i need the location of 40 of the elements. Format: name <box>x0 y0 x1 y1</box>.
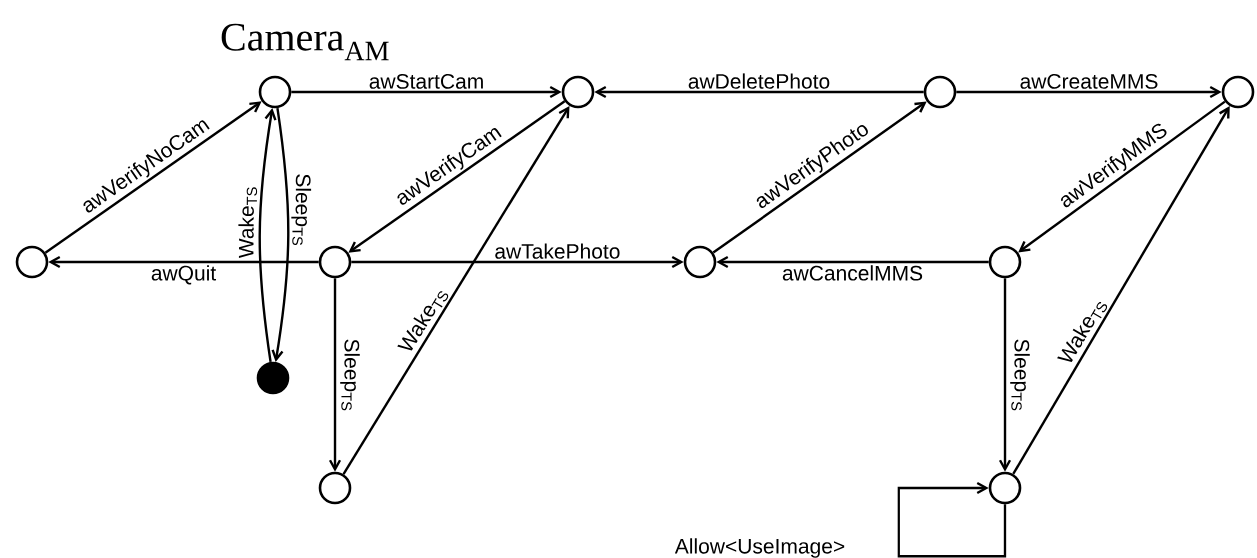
arrow <box>897 481 1007 558</box>
end-state <box>256 361 290 395</box>
arrow <box>594 85 924 99</box>
arrow <box>44 101 262 254</box>
edge-label: awStartCam <box>367 72 486 90</box>
arrow <box>351 255 684 269</box>
state-circle <box>258 75 292 109</box>
state-circle <box>561 75 595 109</box>
state-circle <box>318 245 352 279</box>
arrow <box>716 255 989 269</box>
state-circle <box>923 75 957 109</box>
state-circle <box>683 245 717 279</box>
edge-label: Allow<UseImage> <box>673 537 847 558</box>
arrow <box>998 278 1012 472</box>
state-circle <box>318 471 352 505</box>
edge-label: awCreateMMS <box>1018 72 1160 90</box>
edge-label: awTakePhoto <box>493 242 622 260</box>
title: Camera$_{AM}$ <box>221 23 389 61</box>
arrow <box>258 108 277 363</box>
state-circle <box>15 245 49 279</box>
edge-label: awCancelMMS <box>780 264 925 282</box>
state-circle <box>988 245 1022 279</box>
arrow <box>48 255 319 269</box>
state-circle <box>1221 75 1255 109</box>
edge-label: Sleep$_{TS}$ <box>290 172 313 248</box>
arrow <box>1018 100 1226 253</box>
state-circle <box>988 471 1022 505</box>
arrow <box>291 85 562 99</box>
edge-label: Wake$_{TS}$ <box>237 185 259 260</box>
arrow <box>712 101 927 254</box>
arrow <box>956 85 1222 99</box>
arrow <box>348 100 566 253</box>
edge-label: Sleep$_{TS}$ <box>339 337 361 413</box>
arrow <box>1012 106 1230 475</box>
arrow <box>328 278 342 472</box>
arrow <box>342 105 570 475</box>
edge-label: Sleep$_{TS}$ <box>1009 337 1031 413</box>
edge-label: awQuit <box>149 264 218 286</box>
arrow <box>271 107 290 362</box>
edge-label: awDeletePhoto <box>686 72 832 90</box>
